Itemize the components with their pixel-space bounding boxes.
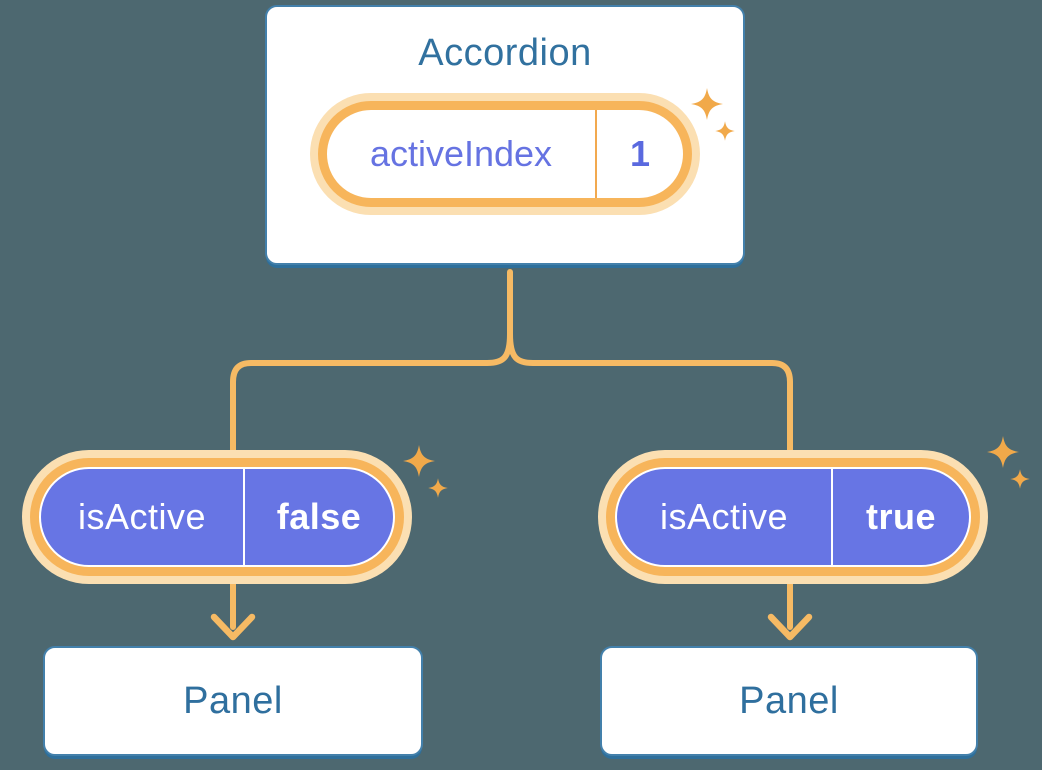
panel-title: Panel	[183, 679, 283, 722]
sparkle-icon-large	[691, 88, 723, 120]
prop-pill-divider	[831, 469, 833, 565]
state-value: 1	[629, 133, 651, 174]
prop-value: true	[865, 496, 936, 537]
prop-pill-body: isActive true	[617, 469, 969, 565]
state-name: activeIndex	[369, 133, 553, 174]
connector-branch-left	[230, 331, 513, 630]
accordion-node: Accordion activeIndex 1	[265, 5, 745, 265]
accordion-title: Accordion	[418, 32, 592, 74]
panel-node-left: Panel	[43, 646, 423, 756]
prop-pill-ring: isActive true	[606, 458, 980, 576]
sparkle-icon-large	[987, 436, 1019, 468]
prop-pill-isactive-false: isActive false	[22, 450, 412, 584]
prop-pill-isactive-true: isActive true	[598, 450, 988, 584]
panel-title: Panel	[739, 679, 839, 722]
prop-name: isActive	[77, 496, 207, 537]
arrowhead-left-icon	[210, 613, 256, 641]
state-pill: activeIndex 1	[310, 93, 700, 215]
sparkle-icon-small	[1010, 469, 1030, 489]
panel-node-right: Panel	[600, 646, 978, 756]
prop-pill-divider	[243, 469, 245, 565]
prop-value: false	[276, 496, 362, 537]
sparkle-icon-small	[715, 121, 735, 141]
prop-pill-ring: isActive false	[30, 458, 404, 576]
prop-pill-body: isActive false	[41, 469, 393, 565]
connector-branch-right	[507, 331, 793, 630]
sparkle-icon-small	[428, 478, 448, 498]
state-pill-divider	[595, 110, 597, 198]
arrowhead-right-icon	[767, 613, 813, 641]
state-pill-ring: activeIndex 1	[318, 101, 692, 207]
prop-name: isActive	[659, 496, 789, 537]
sparkle-icon-large	[403, 445, 435, 477]
